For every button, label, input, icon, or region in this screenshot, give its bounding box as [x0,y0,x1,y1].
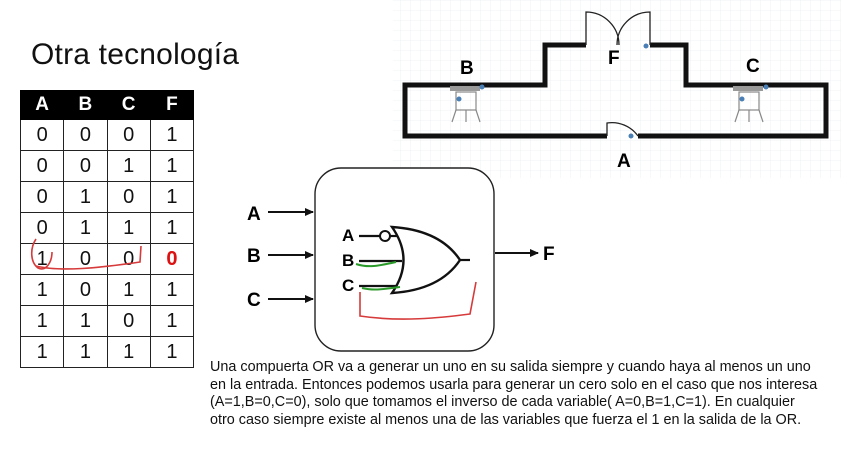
table-cell: 0 [19,150,65,182]
table-row-highlighted: 1 0 0 0 [19,243,195,275]
sensor-icon [628,133,634,139]
truth-table-header-row: A B C F [19,90,195,120]
table-row: 0 0 0 1 [19,119,195,151]
table-cell: 1 [19,336,65,368]
header-a: A [19,90,65,120]
floor-plan-walls [402,42,829,139]
table-cell: 0 [106,181,151,213]
circuit-output-f: F [543,244,555,265]
door-icon [616,11,651,46]
table-cell: 1 [63,336,108,368]
table-cell: 1 [19,305,65,337]
green-annotation [355,261,397,268]
gate-input-b-label: B [342,251,354,270]
table-row: 1 1 1 1 [19,336,195,368]
table-cell: 1 [63,181,108,213]
table-row: 1 1 0 1 [19,305,195,337]
circuit-input-b: B [247,246,261,267]
table-row: 0 1 0 1 [19,181,195,213]
table-cell: 0 [63,274,108,306]
table-cell: 0 [19,181,65,213]
table-cell: 1 [106,212,151,244]
sensor-icon [643,43,649,49]
table-cell: 0 [63,150,108,182]
table-cell: 1 [149,181,195,213]
gate-input-a-label: A [342,226,354,245]
table-cell-output-zero: 0 [149,243,195,275]
truth-table: A B C F 0 0 0 1 0 0 1 1 0 1 0 1 0 1 1 1 [19,90,195,368]
circuit-diagram: A B C A B C F [247,167,555,352]
floor-plan: B F C A [393,0,841,178]
table-cell: 1 [106,336,151,368]
inverter-bubble-icon [379,230,391,242]
chair-icon [733,84,769,123]
description-text: Una compuerta OR va a generar un uno en … [210,359,818,428]
table-cell: 0 [19,212,65,244]
table-cell: 1 [106,150,151,182]
floor-label-c: C [746,56,760,77]
table-row: 0 1 1 1 [19,212,195,244]
door-icon [606,121,639,137]
table-cell: 0 [63,243,108,275]
gate-input-c-label: C [342,276,354,295]
floor-label-a: A [617,151,631,172]
red-annotation [359,281,477,320]
circuit-input-a: A [247,204,261,225]
door-icon [585,11,620,46]
floor-label-b: B [460,58,474,79]
green-annotation [361,286,401,291]
truth-table-annotation [30,238,142,270]
floor-label-f: F [608,48,620,69]
table-cell: 1 [63,305,108,337]
page-title: Otra tecnología [31,38,240,71]
chair-icon [450,84,485,123]
header-b: B [63,90,108,120]
table-cell: 1 [149,336,195,368]
header-f: F [149,90,195,120]
or-gate-icon [389,225,462,295]
table-row: 0 0 1 1 [19,150,195,182]
table-cell: 0 [19,119,65,151]
table-cell: 0 [63,119,108,151]
circuit-input-c: C [247,290,261,311]
table-row: 1 0 1 1 [19,274,195,306]
table-cell: 1 [19,243,65,275]
table-cell: 1 [149,119,195,151]
